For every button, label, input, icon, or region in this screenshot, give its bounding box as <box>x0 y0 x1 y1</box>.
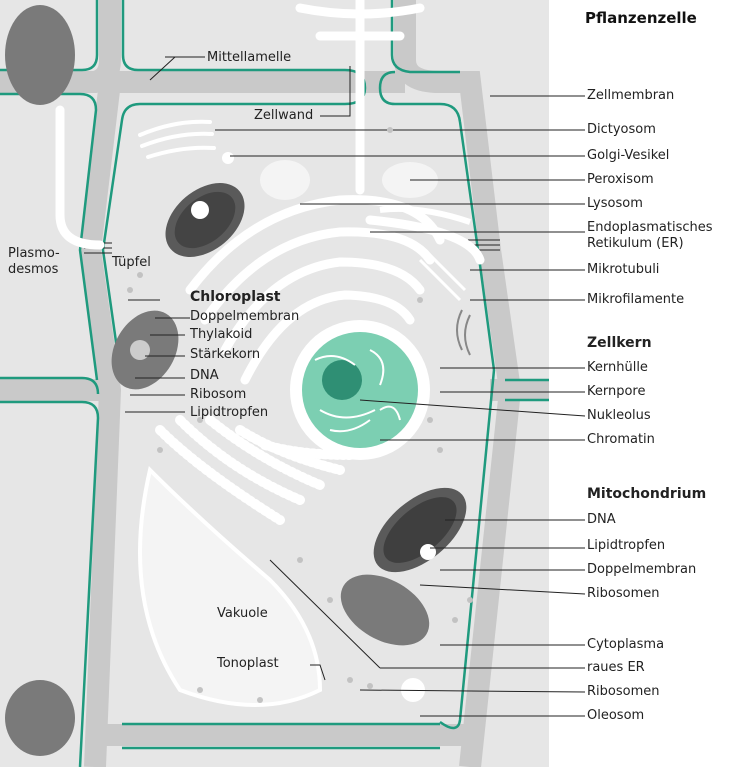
label-lysosom: Lysosom <box>587 196 643 212</box>
chloroplast-corner-top <box>5 5 75 105</box>
label-golgi-vesikel: Golgi-Vesikel <box>587 148 669 164</box>
nucleus <box>290 320 430 460</box>
label-tuepfel: Tüpfel <box>112 255 151 271</box>
label-ribosomen: Ribosomen <box>587 684 659 700</box>
label-mitochondrium: Mitochondrium <box>587 486 706 502</box>
label-raues-er: raues ER <box>587 660 645 676</box>
label-mittellamelle: Mittellamelle <box>207 50 291 66</box>
label-thylakoid: Thylakoid <box>190 327 252 343</box>
chloroplast-corner-bottom <box>5 680 75 756</box>
label-chloroplast: Chloroplast <box>190 289 280 305</box>
label-oleosom: Oleosom <box>587 708 644 724</box>
label-chl-doppelmembran: Doppelmembran <box>190 309 299 325</box>
label-peroxisom: Peroxisom <box>587 172 654 188</box>
peroxisome <box>260 160 310 200</box>
label-zellwand: Zellwand <box>254 108 313 124</box>
golgi-vesicle <box>222 152 234 164</box>
label-chl-ribosom: Ribosom <box>190 387 246 403</box>
label-plasmodesmos: Plasmo- desmos <box>8 246 60 278</box>
label-cytoplasma: Cytoplasma <box>587 637 664 653</box>
label-kernhuelle: Kernhülle <box>587 360 648 376</box>
label-chl-lipidtropfen: Lipidtropfen <box>190 405 268 421</box>
label-vakuole: Vakuole <box>217 606 268 622</box>
label-mito-ribosomen: Ribosomen <box>587 586 659 602</box>
label-mito-lipidtropfen: Lipidtropfen <box>587 538 665 554</box>
label-nukleolus: Nukleolus <box>587 408 651 424</box>
label-mikrofilamente: Mikrofilamente <box>587 292 684 308</box>
label-chromatin: Chromatin <box>587 432 655 448</box>
label-chl-dna: DNA <box>190 368 219 384</box>
label-mito-dna: DNA <box>587 512 616 528</box>
label-kernpore: Kernpore <box>587 384 646 400</box>
label-er: Endoplasmatisches Retikulum (ER) <box>587 220 713 252</box>
diagram-title: Pflanzenzelle <box>585 9 697 27</box>
label-dictyosom: Dictyosom <box>587 122 656 138</box>
label-staerkekorn: Stärkekorn <box>190 347 260 363</box>
label-tonoplast: Tonoplast <box>217 656 279 672</box>
label-zellmembran: Zellmembran <box>587 88 674 104</box>
label-mikrotubuli: Mikrotubuli <box>587 262 659 278</box>
label-mito-doppelmembran: Doppelmembran <box>587 562 696 578</box>
label-zellkern: Zellkern <box>587 335 652 351</box>
